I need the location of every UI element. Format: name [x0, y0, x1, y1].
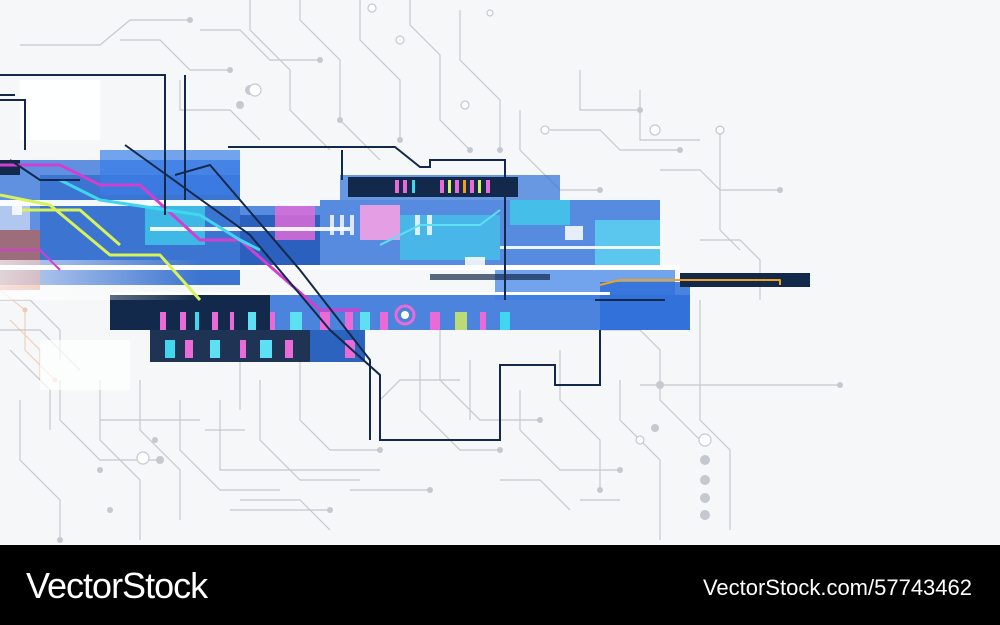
white-detail-squares [12, 205, 583, 265]
color-blocks [0, 80, 690, 390]
circuit-hollow-nodes [136, 3, 725, 465]
circuit-illustration [0, 0, 843, 543]
circuit-nodes [57, 17, 843, 543]
image-id-text: VectorStock.com/57743462 [702, 575, 972, 600]
colored-traces [0, 163, 781, 312]
ring-icon [394, 304, 416, 326]
watermark-footer: VectorStock VectorStock.com/57743462 [0, 545, 1000, 625]
brand-logo-text: VectorStock [26, 565, 208, 606]
navy-traces [0, 74, 665, 441]
navy-bars [0, 160, 810, 287]
circuit-artwork [0, 0, 843, 543]
